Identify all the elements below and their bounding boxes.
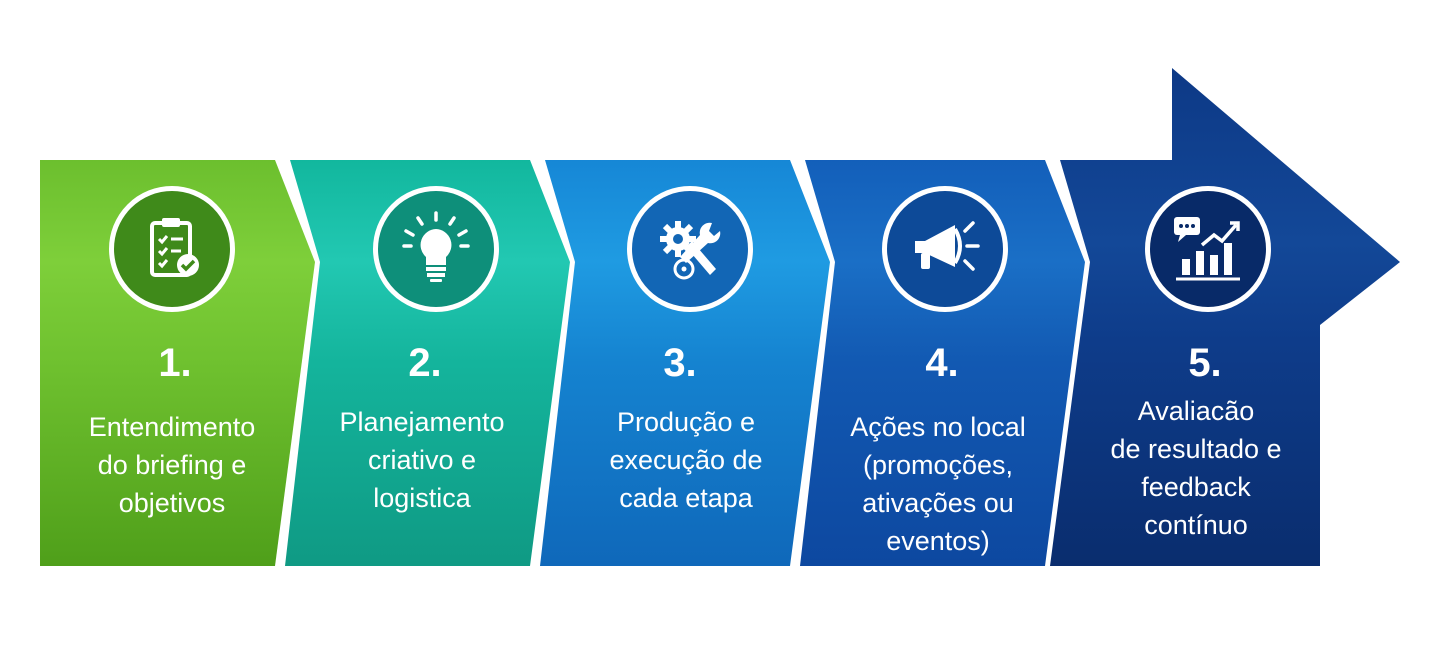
step-2-chevron <box>285 160 570 566</box>
step-1-label-line: Entendimento <box>88 412 256 442</box>
step-1-label: Entendimento do briefing e objetivos <box>57 408 287 522</box>
step-1-chevron <box>40 160 315 566</box>
step-4-label-line: (promoções, <box>862 450 1014 480</box>
step-3-number: 3. <box>663 341 697 385</box>
step-1-icon-circle <box>109 186 235 312</box>
step-2-label-line: criativo e <box>367 445 477 475</box>
step-2-label-line: logistica <box>373 483 471 513</box>
gear-wrench-icon <box>660 221 721 280</box>
step-3-chevron <box>540 160 830 566</box>
step-3-icon-circle <box>627 186 753 312</box>
step-4-number: 4. <box>925 341 959 385</box>
step-4-label-line: ativações ou <box>862 488 1014 518</box>
step-5-icon-circle <box>1145 186 1271 312</box>
step-1-label-line: objetivos <box>118 488 226 518</box>
step-5-number: 5. <box>1188 341 1222 385</box>
step-3-label-line: cada etapa <box>619 483 753 513</box>
step-5-label-line: contínuo <box>1144 510 1248 540</box>
step-3-label-line: execução de <box>609 445 763 475</box>
step-2-label-line: Planejamento <box>339 407 505 437</box>
step-3-label: Produção e execução de cada etapa <box>571 403 801 517</box>
megaphone-icon <box>915 221 980 271</box>
step-4-icon-circle <box>882 186 1008 312</box>
lightbulb-icon <box>402 211 470 282</box>
step-4-label-line: eventos) <box>886 526 990 556</box>
step-5-label-line: de resultado e <box>1110 434 1282 464</box>
step-4-label: Ações no local (promoções, ativações ou eve… <box>823 408 1053 560</box>
step-1-label-line: do briefing e <box>97 450 247 480</box>
step-2-label: Planejamento criativo e logistica <box>307 403 537 517</box>
step-3-label-line: Produção e <box>616 407 756 437</box>
step-1-number: 1. <box>158 341 192 385</box>
step-5-label-line: Avaliacão <box>1137 396 1255 426</box>
clipboard-check-icon <box>150 218 199 277</box>
step-5-label: Avaliacão de resultado e feedback contínuo <box>1081 392 1311 544</box>
step-4-chevron <box>800 160 1085 566</box>
chart-feedback-icon <box>1174 217 1240 281</box>
step-4-label-line: Ações no local <box>850 412 1026 442</box>
step-2-number: 2. <box>408 341 442 385</box>
step-5-chevron <box>1050 68 1400 566</box>
step-2-icon-circle <box>373 186 499 312</box>
step-5-label-line: feedback <box>1141 472 1251 502</box>
